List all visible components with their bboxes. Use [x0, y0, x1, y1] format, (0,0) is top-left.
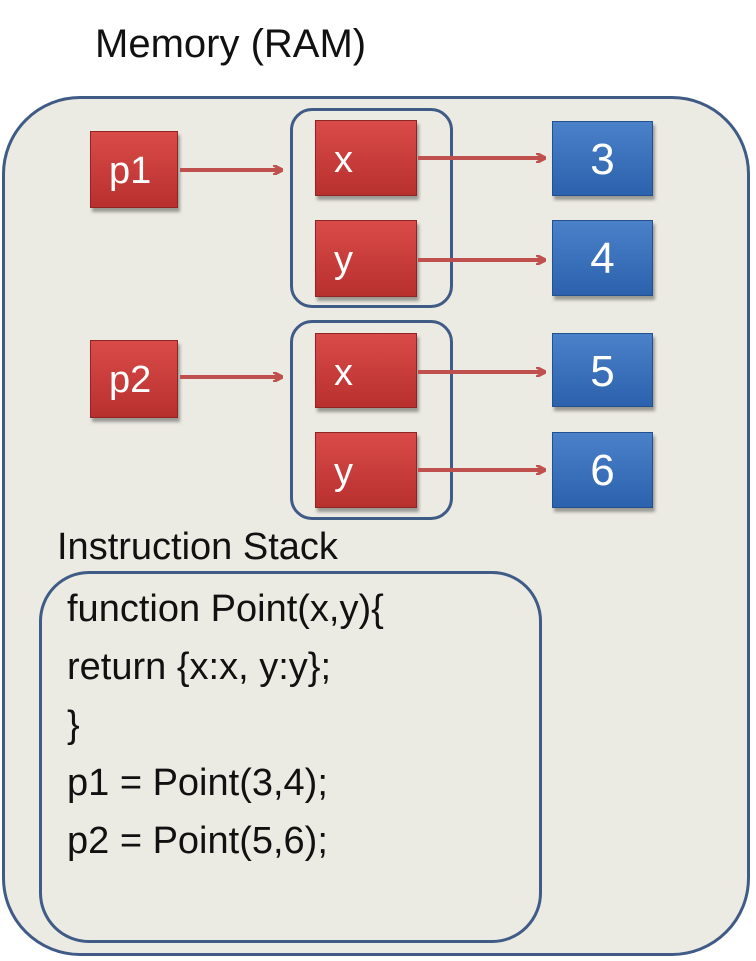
value-box-4: 4	[552, 220, 653, 296]
pointer-box-p2: p2	[90, 340, 178, 418]
code-line-5: p2 = Point(5,6);	[67, 820, 328, 862]
field-box-p2-x: x	[315, 333, 417, 408]
code-line-4: p1 = Point(3,4);	[67, 762, 328, 804]
code-line-3: }	[67, 704, 80, 746]
object-group-p1	[290, 108, 453, 308]
field-box-p1-y: y	[315, 220, 417, 297]
value-box-3: 3	[552, 121, 653, 196]
code-line-1: function Point(x,y){	[67, 588, 384, 630]
value-box-6: 6	[552, 432, 653, 508]
value-box-5: 5	[552, 333, 653, 407]
code-line-2: return {x:x, y:y};	[67, 646, 331, 688]
instruction-stack-label: Instruction Stack	[57, 526, 338, 568]
object-group-p2	[290, 320, 453, 520]
memory-title: Memory (RAM)	[95, 22, 367, 66]
field-box-p1-x: x	[315, 120, 417, 196]
instruction-stack-box	[39, 571, 542, 943]
pointer-box-p1: p1	[90, 131, 178, 208]
field-box-p2-y: y	[315, 432, 417, 508]
